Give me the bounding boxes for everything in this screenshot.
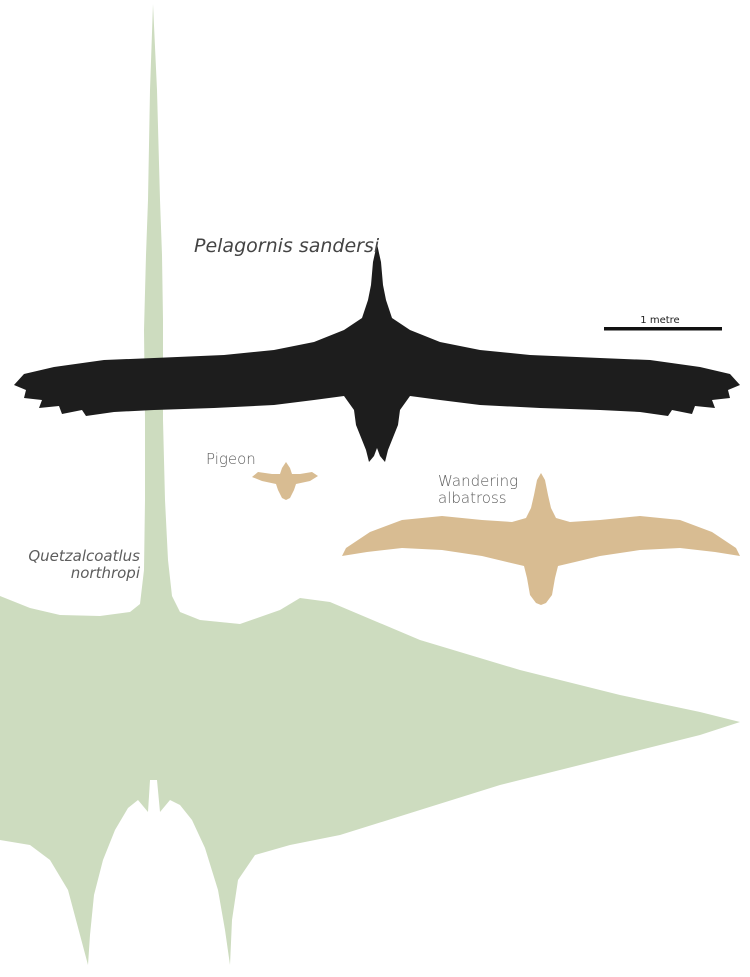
pigeon-silhouette	[252, 462, 318, 500]
scale-bar-label: 1 metre	[640, 315, 680, 326]
pelagornis-label: Pelagornis sandersi	[194, 235, 380, 257]
quetzal-label-line1: Quetzalcoatlus	[28, 547, 140, 565]
wandering-albatross-label: Wandering albatross	[438, 472, 519, 508]
pigeon-label: Pigeon	[206, 450, 256, 468]
pelagornis-silhouette	[14, 244, 740, 462]
quetzal-label-line2: northropi	[70, 564, 140, 583]
scale-bar	[604, 327, 722, 331]
wandering-albatross-silhouette	[342, 473, 740, 605]
quetzalcoatlus-label: Quetzalcoatlus northropi	[10, 547, 140, 583]
quetzalcoatlus-silhouette	[0, 4, 740, 965]
albatross-label-line2: albatross	[438, 489, 507, 508]
albatross-label-line1: Wandering	[438, 472, 519, 490]
